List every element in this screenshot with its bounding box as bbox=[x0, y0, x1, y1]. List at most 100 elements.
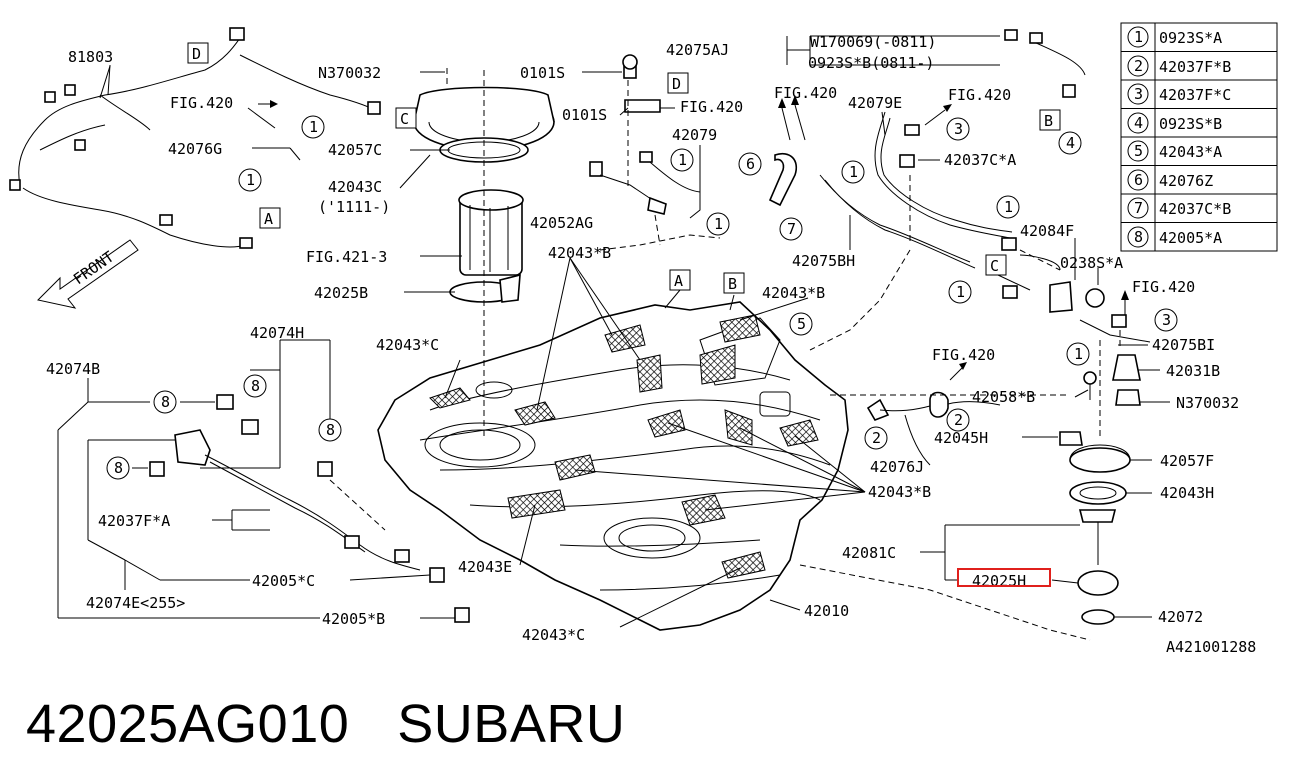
label-42043b-1: 42043*B bbox=[548, 244, 611, 262]
bubble-6: 6 bbox=[738, 152, 762, 176]
label-w170069: W170069(-0811) bbox=[810, 33, 936, 51]
part-labels: 81803 FIG.420 42076G N370032 42057C 4204… bbox=[46, 33, 1256, 656]
label-42057f: 42057F bbox=[1160, 452, 1214, 470]
label-0238s: 0238S*A bbox=[1060, 254, 1123, 272]
label-0101s-b: 0101S bbox=[562, 106, 607, 124]
label-42043b-3: 42043*B bbox=[868, 483, 931, 501]
label-81803: 81803 bbox=[68, 48, 113, 66]
number-bubbles: 1 1 1 1 1 1 1 1 2 2 3 3 4 5 6 7 8 8 8 8 bbox=[106, 115, 1178, 480]
svg-text:1: 1 bbox=[714, 215, 723, 233]
top-middle-parts bbox=[589, 54, 721, 251]
bubble-2: 2 bbox=[946, 408, 970, 432]
label-42081c: 42081C bbox=[842, 544, 896, 562]
brand-name: SUBARU bbox=[397, 694, 626, 754]
svg-text:4: 4 bbox=[1134, 114, 1143, 132]
label-n370032-a: N370032 bbox=[318, 64, 381, 82]
label-42076g: 42076G bbox=[168, 140, 222, 158]
right-pipes bbox=[768, 29, 1151, 351]
label-42005b: 42005*B bbox=[322, 610, 385, 628]
svg-text:3: 3 bbox=[1134, 85, 1143, 103]
part-number: 42025AG010 bbox=[26, 694, 350, 754]
letter-box-c-1: C bbox=[395, 107, 417, 129]
svg-text:42076Z: 42076Z bbox=[1159, 172, 1213, 190]
svg-text:42005*A: 42005*A bbox=[1159, 229, 1222, 247]
label-42031b: 42031B bbox=[1166, 362, 1220, 380]
footer-caption: 42025AG010 SUBARU bbox=[26, 684, 625, 764]
svg-text:8: 8 bbox=[114, 459, 123, 477]
label-42079e: 42079E bbox=[848, 94, 902, 112]
svg-text:8: 8 bbox=[251, 377, 260, 395]
label-42043e: 42043E bbox=[458, 558, 512, 576]
svg-text:C: C bbox=[400, 110, 409, 128]
label-42043b-2: 42043*B bbox=[762, 284, 825, 302]
label-42043c-2: 42043*C bbox=[522, 626, 585, 644]
label-42074h: 42074H bbox=[250, 324, 304, 342]
label-42074e: 42074E<255> bbox=[86, 594, 185, 612]
svg-text:42043*A: 42043*A bbox=[1159, 143, 1222, 161]
svg-text:D: D bbox=[672, 75, 681, 93]
label-fig420-c: FIG.420 bbox=[774, 84, 837, 102]
svg-text:A: A bbox=[264, 210, 273, 228]
svg-text:2: 2 bbox=[872, 429, 881, 447]
label-42043h: 42043H bbox=[1160, 484, 1214, 502]
legend-row: 5 42043*A bbox=[1127, 140, 1222, 162]
legend-row: 4 0923S*B bbox=[1127, 112, 1222, 134]
letter-box-a-2: A bbox=[669, 269, 691, 291]
svg-text:A: A bbox=[674, 272, 683, 290]
svg-text:4: 4 bbox=[1066, 134, 1075, 152]
pads-42043 bbox=[429, 314, 819, 579]
diagram-reference: A421001288 bbox=[1166, 638, 1256, 656]
legend-row: 8 42005*A bbox=[1127, 226, 1222, 248]
svg-text:D: D bbox=[192, 45, 201, 63]
label-42057c: 42057C bbox=[328, 141, 382, 159]
svg-text:1: 1 bbox=[678, 151, 687, 169]
leader-lines bbox=[57, 35, 1170, 628]
svg-text:3: 3 bbox=[954, 120, 963, 138]
bubble-1: 1 bbox=[238, 168, 262, 192]
svg-text:B: B bbox=[1044, 112, 1053, 130]
bubble-2: 2 bbox=[864, 426, 888, 450]
svg-text:1: 1 bbox=[246, 171, 255, 189]
svg-text:42037F*B: 42037F*B bbox=[1159, 58, 1231, 76]
svg-text:1: 1 bbox=[1074, 345, 1083, 363]
svg-text:5: 5 bbox=[1134, 142, 1143, 160]
fuel-pump-assembly bbox=[413, 68, 555, 440]
svg-text:6: 6 bbox=[746, 155, 755, 173]
label-fig421-3: FIG.421-3 bbox=[306, 248, 387, 266]
bubble-5: 5 bbox=[789, 312, 813, 336]
letter-box-d-2: D bbox=[667, 72, 689, 94]
svg-text:7: 7 bbox=[787, 220, 796, 238]
svg-text:1: 1 bbox=[1004, 198, 1013, 216]
legend-row: 7 42037C*B bbox=[1127, 197, 1231, 219]
boxed-letters: D C A D A B B C bbox=[187, 42, 1061, 294]
sender-assembly-right bbox=[799, 340, 1141, 641]
label-fig420-d: FIG.420 bbox=[948, 86, 1011, 104]
svg-text:0923S*A: 0923S*A bbox=[1159, 29, 1222, 47]
label-42043c-1: 42043*C bbox=[376, 336, 439, 354]
bubble-1: 1 bbox=[706, 212, 730, 236]
label-42025h-highlighted: 42025H bbox=[972, 572, 1026, 590]
svg-text:0923S*B: 0923S*B bbox=[1159, 115, 1222, 133]
label-42045h: 42045H bbox=[934, 429, 988, 447]
bubble-1: 1 bbox=[1066, 342, 1090, 366]
fig-arrows bbox=[258, 95, 1129, 381]
legend-table: 1 0923S*A 2 42037F*B 3 42037F*C 4 0923S*… bbox=[1120, 22, 1278, 252]
bubble-8: 8 bbox=[153, 390, 177, 414]
label-42058b: 42058*B bbox=[972, 388, 1035, 406]
label-fig420-a: FIG.420 bbox=[170, 94, 233, 112]
bubble-3: 3 bbox=[946, 117, 970, 141]
letter-box-c-2: C bbox=[985, 254, 1007, 276]
svg-text:8: 8 bbox=[1134, 228, 1143, 246]
bubble-4: 4 bbox=[1058, 131, 1082, 155]
bubble-8: 8 bbox=[243, 374, 267, 398]
label-42052ag: 42052AG bbox=[530, 214, 593, 232]
bubble-8: 8 bbox=[106, 456, 130, 480]
letter-box-d-1: D bbox=[187, 42, 209, 64]
svg-text:1: 1 bbox=[309, 118, 318, 136]
svg-text:42037F*C: 42037F*C bbox=[1159, 86, 1231, 104]
label-42076j: 42076J bbox=[870, 458, 924, 476]
svg-text:1: 1 bbox=[849, 163, 858, 181]
svg-text:5: 5 bbox=[797, 315, 806, 333]
label-date-1111: ('1111-) bbox=[318, 198, 390, 216]
svg-text:B: B bbox=[728, 275, 737, 293]
